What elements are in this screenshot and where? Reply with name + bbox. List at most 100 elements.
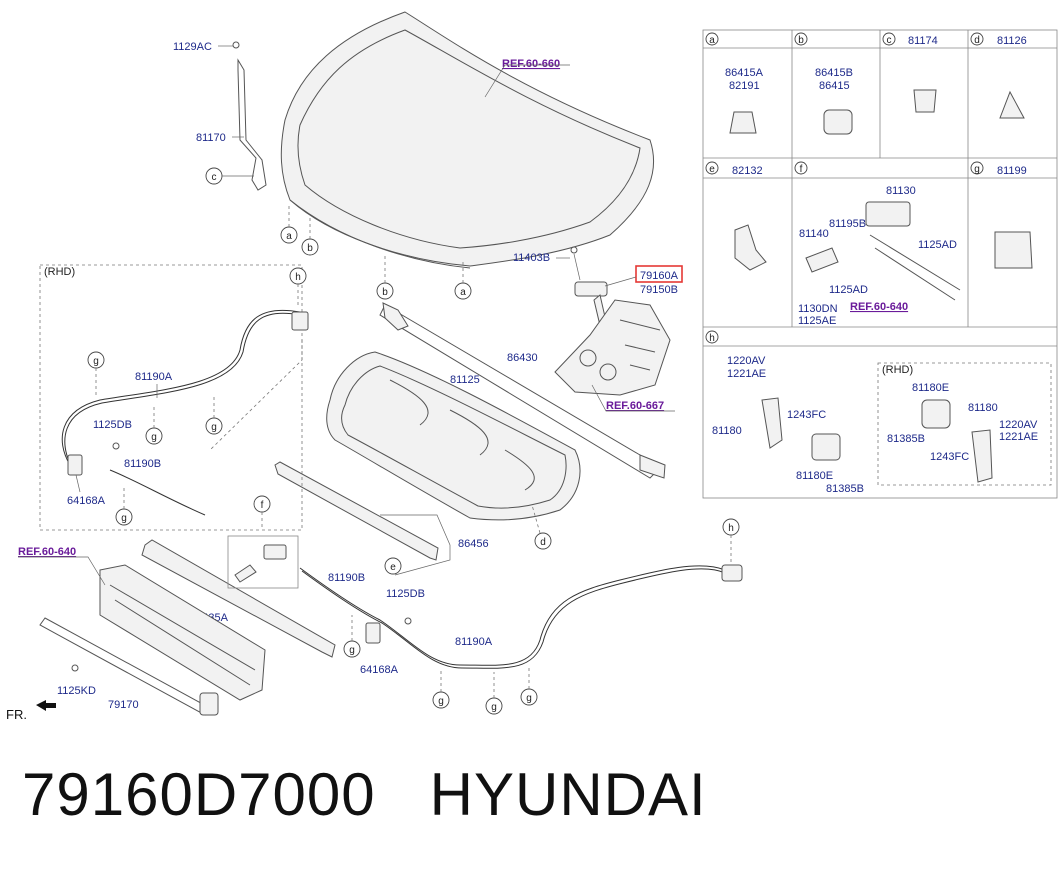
label-81125[interactable]: 81125	[450, 374, 480, 386]
ref-60-667[interactable]: REF.60-667	[606, 400, 664, 412]
cell-g-part[interactable]: 81199	[997, 165, 1027, 177]
cell-g-letter: g	[974, 164, 980, 175]
callout-b-1: b	[307, 243, 313, 254]
callout-g-3: g	[211, 422, 217, 433]
rhd-release-cable	[61, 309, 309, 516]
callout-g-5: g	[349, 645, 355, 656]
label-1125KD[interactable]: 1125KD	[57, 685, 96, 697]
cell-a-letter: a	[709, 35, 715, 46]
callout-a-2: a	[460, 287, 466, 298]
label-81190B-left[interactable]: 81190B	[124, 458, 161, 470]
callout-b-2: b	[382, 287, 388, 298]
callout-d-1: d	[540, 537, 546, 548]
bracket-rhd	[921, 399, 951, 429]
cell-h-r-81385B[interactable]: 81385B	[887, 433, 925, 445]
parts-diagram: REF.60-660 1129AC 81170 c a b b a 11403B…	[6, 11, 1058, 722]
label-81190B-right[interactable]: 81190B	[328, 572, 365, 584]
cell-h-81180[interactable]: 81180	[712, 425, 742, 437]
part-caption: 79160D7000 HYUNDAI	[22, 760, 707, 829]
parts-table	[702, 29, 1058, 499]
cell-c-letter: c	[887, 35, 892, 46]
hood-insulator-81125	[326, 351, 581, 521]
label-1125DB-left[interactable]: 1125DB	[93, 419, 132, 431]
rubber-bumper-a	[729, 111, 757, 134]
cell-f-81140[interactable]: 81140	[799, 228, 829, 240]
front-indicator: FR.	[6, 707, 27, 722]
label-1129AC[interactable]: 1129AC	[173, 41, 212, 53]
label-79160A[interactable]: 79160A	[640, 270, 679, 282]
callout-e-1: e	[390, 562, 396, 573]
cell-h-rhd-label: (RHD)	[882, 364, 913, 376]
front-support-86435A	[141, 539, 336, 658]
cell-h-1243FC[interactable]: 1243FC	[787, 409, 826, 421]
cell-f-1125AE[interactable]: 1125AE	[798, 315, 836, 327]
hood-stay-rod	[232, 41, 267, 191]
callout-c: c	[212, 172, 217, 183]
front-arrow-icon	[36, 700, 56, 711]
label-81190A-left[interactable]: 81190A	[135, 371, 173, 383]
cell-h-r-81180[interactable]: 81180	[968, 402, 998, 414]
label-64168A-left[interactable]: 64168A	[67, 495, 106, 507]
cell-e-part[interactable]: 82132	[732, 165, 763, 177]
label-81190A-right[interactable]: 81190A	[455, 636, 493, 648]
label-1125DB-right[interactable]: 1125DB	[386, 588, 425, 600]
callout-g-2: g	[151, 432, 157, 443]
rhd-sub-box	[877, 362, 1052, 486]
label-86456[interactable]: 86456	[458, 538, 489, 550]
cell-f-1125AD-1[interactable]: 1125AD	[918, 239, 957, 251]
cell-h-letter: h	[709, 333, 715, 344]
callout-g-7: g	[491, 702, 497, 713]
cell-h-1221AE[interactable]: 1221AE	[727, 368, 766, 380]
cell-h-r-1221AE[interactable]: 1221AE	[999, 431, 1038, 443]
cell-a-part-1[interactable]: 86415A	[725, 67, 764, 79]
label-79170[interactable]: 79170	[108, 699, 139, 711]
cell-d-part[interactable]: 81126	[997, 35, 1027, 47]
cell-f-1130DN[interactable]: 1130DN	[798, 303, 838, 315]
cell-h-81385B[interactable]: 81385B	[826, 483, 864, 495]
cell-c-part[interactable]: 81174	[908, 35, 938, 47]
label-64168A-right[interactable]: 64168A	[360, 664, 399, 676]
callout-a-1: a	[286, 231, 292, 242]
cell-h-81180E[interactable]: 81180E	[796, 470, 833, 482]
cell-d-letter: d	[974, 35, 980, 46]
rhd-label: (RHD)	[44, 266, 75, 278]
cell-h-r-1243FC[interactable]: 1243FC	[930, 451, 969, 463]
cell-f-81130[interactable]: 81130	[886, 185, 916, 197]
cell-f-1125AD-2[interactable]: 1125AD	[829, 284, 868, 296]
detail-f-latch-assembly	[805, 201, 961, 301]
cell-f-81195B[interactable]: 81195B	[829, 218, 866, 230]
label-11403B[interactable]: 11403B	[513, 252, 550, 264]
ref-60-640-table[interactable]: REF.60-640	[850, 301, 908, 313]
cell-h-1220AV[interactable]: 1220AV	[727, 355, 766, 367]
ref-60-640-left[interactable]: REF.60-640	[18, 546, 76, 558]
bracket-81180E	[811, 433, 841, 461]
cell-b-part-1[interactable]: 86415B	[815, 67, 853, 79]
hood-release-latch-79170	[39, 617, 219, 716]
callout-h-1: h	[295, 272, 301, 283]
cell-a-part-2[interactable]: 82191	[729, 80, 760, 92]
part-number: 79160D7000	[22, 761, 376, 828]
cell-b-part-2[interactable]: 86415	[819, 80, 850, 92]
rubber-bumper-b	[823, 109, 853, 135]
callout-g-6: g	[438, 696, 444, 707]
callout-g-1: g	[93, 356, 99, 367]
label-81170[interactable]: 81170	[196, 132, 226, 144]
clip-d	[999, 90, 1025, 119]
front-bumper-beam	[99, 564, 266, 701]
callout-f-1: f	[261, 500, 264, 511]
ref-60-660[interactable]: REF.60-660	[502, 58, 560, 70]
callout-g-4: g	[121, 513, 127, 524]
cell-h-r-1220AV[interactable]: 1220AV	[999, 419, 1038, 431]
brand-name: HYUNDAI	[429, 761, 707, 828]
cell-h-r-81180E[interactable]: 81180E	[912, 382, 949, 394]
cell-f-letter: f	[800, 164, 803, 175]
highlight-box-79160A	[635, 265, 683, 283]
label-86430[interactable]: 86430	[507, 352, 538, 364]
clip-g	[994, 231, 1033, 269]
callout-h-2: h	[728, 523, 734, 534]
handle-81180	[761, 397, 783, 449]
callout-g-8: g	[526, 693, 532, 704]
clip-c	[913, 89, 937, 113]
label-79150B[interactable]: 79150B	[640, 284, 678, 296]
cell-b-letter: b	[798, 35, 804, 46]
